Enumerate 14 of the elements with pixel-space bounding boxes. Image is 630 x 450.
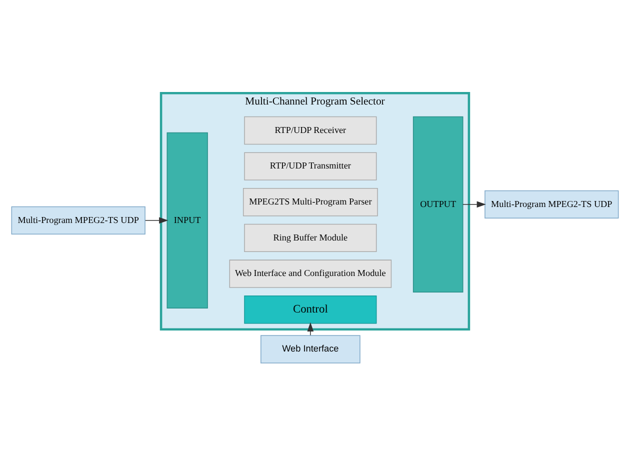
node-box: OUTPUT: [412, 116, 464, 292]
node-box: RTP/UDP Receiver: [244, 116, 377, 145]
node-box: Ring Buffer Module: [244, 224, 377, 252]
node-box: Control: [244, 296, 377, 324]
node-box: Web Interface and Configuration Module: [229, 260, 392, 288]
node-box: MPEG2TS Multi-Program Parser: [242, 188, 378, 216]
arrow: [307, 322, 314, 336]
arrow: [144, 217, 168, 224]
node-box: INPUT: [166, 132, 208, 308]
node-box: Web Interface: [260, 335, 360, 364]
node-box: Multi-Program MPEG2-TS UDP: [11, 206, 146, 235]
arrow: [462, 201, 486, 208]
node-box: Multi-Program MPEG2-TS UDP: [484, 190, 619, 219]
node-box: RTP/UDP Transmitter: [244, 152, 377, 180]
